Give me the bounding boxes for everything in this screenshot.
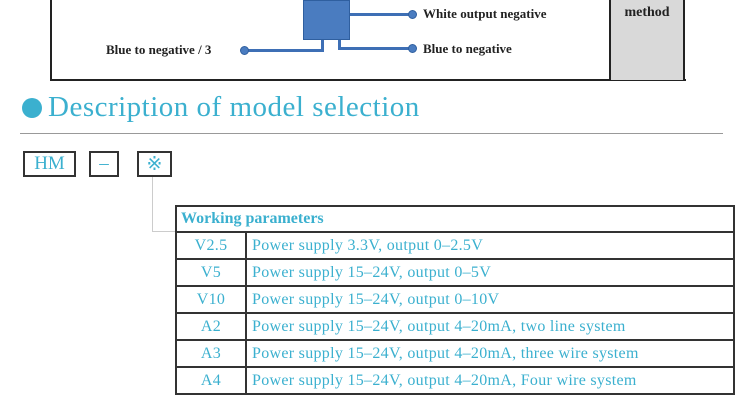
row-desc: Power supply 3.3V, output 0–2.5V — [245, 231, 735, 260]
terminal-dot — [408, 44, 417, 53]
method-cell: method — [609, 0, 685, 80]
section-title: Description of model selection — [48, 91, 420, 123]
divider — [20, 133, 723, 134]
row-code: V5 — [175, 258, 247, 287]
row-desc: Power supply 15–24V, output 4–20mA, Four… — [245, 366, 735, 395]
terminal-dot — [240, 46, 249, 55]
label-blue-negative: Blue to negative — [423, 41, 512, 56]
row-code: V2.5 — [175, 231, 247, 260]
label-blue-negative-3: Blue to negative / 3 — [106, 42, 212, 57]
row-desc: Power supply 15–24V, output 0–10V — [245, 285, 735, 314]
model-code-dash: – — [89, 151, 119, 177]
model-code-prefix: HM — [23, 151, 76, 177]
row-desc: Power supply 15–24V, output 4–20mA, two … — [245, 312, 735, 341]
label-white-output: White output negative — [423, 6, 547, 21]
wire-leg-left — [321, 40, 324, 52]
connector-line — [152, 177, 153, 232]
row-desc: Power supply 15–24V, output 0–5V — [245, 258, 735, 287]
row-code: A4 — [175, 366, 247, 395]
model-code-param: ※ — [137, 151, 172, 177]
table-header: Working parameters — [175, 205, 735, 233]
diagram-frame-bottom — [50, 79, 686, 81]
wire-blue-3 — [246, 49, 324, 52]
diagram-frame-left — [50, 0, 52, 81]
row-desc: Power supply 15–24V, output 4–20mA, thre… — [245, 339, 735, 368]
bullet-icon — [22, 98, 42, 118]
wire-white — [350, 13, 410, 16]
row-code: A3 — [175, 339, 247, 368]
row-code: V10 — [175, 285, 247, 314]
wire-leg-right — [338, 40, 341, 50]
row-code: A2 — [175, 312, 247, 341]
sensor-chip — [303, 0, 350, 40]
wire-blue — [338, 47, 410, 50]
terminal-dot — [408, 10, 417, 19]
method-label: method — [624, 5, 670, 20]
connector-line — [152, 231, 176, 232]
